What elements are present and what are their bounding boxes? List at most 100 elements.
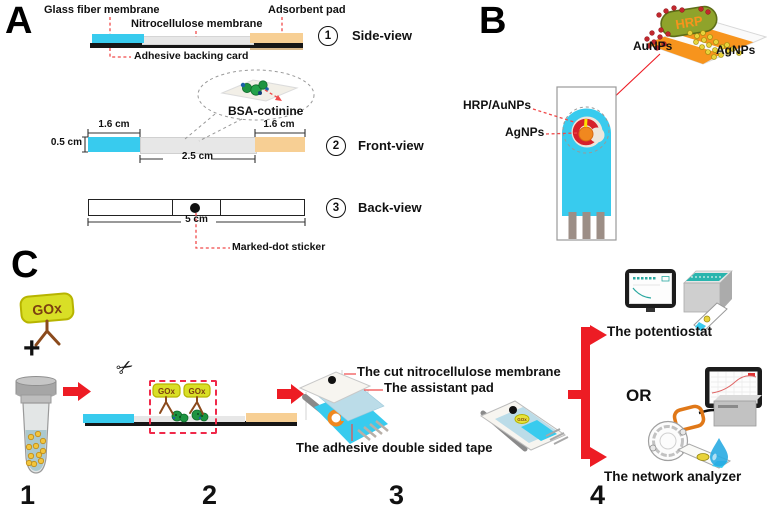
hrp-aunps-pointer-line [532,108,575,123]
assembled-gox-spot [514,414,530,424]
tube-collar [20,394,52,404]
front-view-glass-fiber-pad [88,137,140,152]
dim-5cm-line [87,218,306,226]
potentiostat-toolbar-icons [633,277,656,280]
gox-sign: GOx [19,292,75,347]
agnps-electrode-label: AgNPs [505,125,545,139]
analyzer-box-slot [718,405,738,408]
step-number-4: 4 [590,480,606,510]
branch-bracket [568,325,607,467]
plus-sign: + [23,332,41,365]
side-view-glass-fiber-pad [92,34,144,43]
gox-sign-label: GOx [32,300,63,319]
hrp-label: HRP [674,13,704,32]
adsorbent-label: Adsorbent pad [268,4,346,16]
step3-exploded-assembly: GOx [298,370,389,444]
nitrocellulose-label: Nitrocellulose membrane [131,18,263,30]
arrow-step1-to-2 [63,382,91,401]
cut-region-dashed-box [149,380,217,434]
svg-text:GOx: GOx [158,387,175,396]
step2-enzyme-blobs [171,409,209,423]
aunp-dots [644,5,711,51]
side-view-label: Side-view [352,28,412,43]
electrode-center [578,126,594,142]
view-number-1: 1 [318,26,338,46]
panel-a-connector-lines [109,17,283,249]
membrane-marked-dot [328,376,336,384]
assembled-contact-fingers [545,428,569,445]
svg-text:GOx: GOx [189,387,206,396]
network-analyzer-device [647,367,762,469]
bracket-top-arrow [590,325,607,345]
marked-dot-pointer-line [195,213,230,249]
svg-text:GOx: GOx [517,417,527,422]
molecule-pointer-line [264,89,281,100]
step-number-3: 3 [389,480,405,510]
analyzer-strip-gox [696,453,710,461]
balloon-tail-line-1 [184,113,216,140]
bracket-stub [568,390,582,399]
adhesive-pointer-line [109,48,131,58]
analyzer-screen-flag [748,373,755,376]
nfc-tag-inner-ring [659,432,677,450]
side-view-backing-card [90,43,303,48]
back-view-marked-dot [190,203,200,213]
coil-cable [698,408,715,415]
sample-droplet-icon [710,438,728,467]
step2-mini-gox-sign-2: GOx [183,383,211,415]
potentiostat-label: The potentiostat [607,324,712,339]
marked-dot-label: Marked-dot sticker [232,241,326,253]
glass-fiber-label: Glass fiber membrane [44,4,160,16]
inserted-strip-gox [703,315,711,323]
step2-adsorbent-pad [246,413,297,422]
dim-16-right-label: 1.6 cm [263,119,295,130]
screen-printed-electrode [556,86,617,241]
bsa-cotinine-label: BSA-cotinine [228,104,304,118]
adhesive-label: Adhesive backing card [134,50,249,62]
nfc-tag-pad-1 [649,444,657,452]
balloon-tail-line-2 [198,118,243,142]
cut-membrane-label: The cut nitrocellulose membrane [357,364,561,379]
sample-tube [15,376,57,474]
back-view-label: Back-view [358,200,422,215]
bracket-bottom-arrow [590,447,607,467]
antenna-coil [672,404,706,432]
tablet-stand [646,308,655,312]
molecule-pointer-arrowhead [275,95,282,101]
step-number-2: 2 [202,480,218,510]
panel-c-letter: C [11,244,39,286]
panel-a-dimension-lines [82,129,306,226]
agnp-dots [687,30,742,60]
electrode-dashed-circle [562,106,610,154]
assistant-pad-label: The assistant pad [384,380,494,395]
dim-16-left-label: 1.6 cm [98,119,130,130]
step2-backing-card [85,421,297,426]
analyzer-screen-grid [711,372,756,403]
analyzer-curve [711,375,757,394]
exploded-electrode-fingers [357,420,389,441]
side-view-adsorbent-pad [250,33,303,43]
electrode-yellow-tick [584,118,588,128]
aunps-label: AuNPs [633,39,673,53]
cut-nitrocellulose-membrane [298,371,372,404]
bsa-cotinine-balloon [184,69,315,142]
assembled-device: GOx [479,400,569,452]
agnps-crescent [589,127,605,143]
electrode-contact-pads [568,212,605,239]
back-view-divider-left [172,199,174,216]
potentiostat-device [625,269,733,333]
side-view-tan-edge [250,48,303,50]
dim-05-line [82,136,88,153]
step2-glass-fiber-pad [83,414,134,423]
balloon-outline [197,69,315,121]
bracket-bar [581,327,590,459]
step-number-1: 1 [20,480,36,510]
network-analyzer-label: The network analyzer [604,469,742,484]
dim-5cm-label: 5 cm [185,214,208,225]
assembled-marked-dot [509,406,517,414]
dim-16-left-line [87,129,141,137]
step2-nitrocellulose [134,416,245,422]
dim-05-label: 0.5 cm [50,137,82,148]
